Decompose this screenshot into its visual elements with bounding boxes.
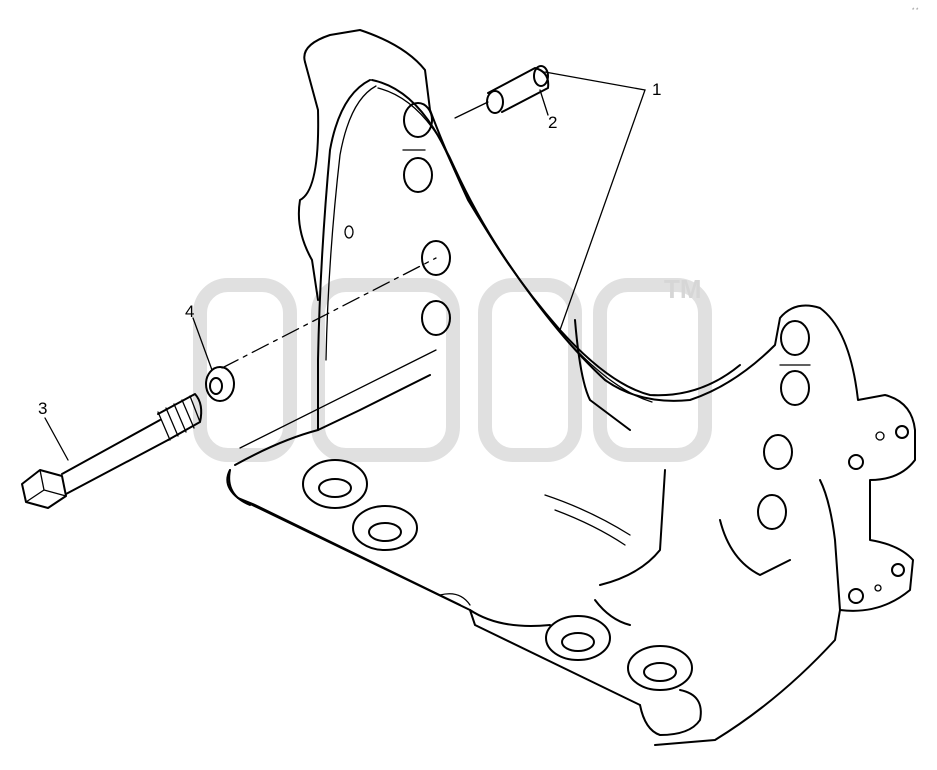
bolt-part [21, 393, 203, 509]
callout-2: 2 [548, 113, 557, 132]
watermark-logo: TM [193, 274, 712, 462]
trademark-label: TM [664, 274, 702, 304]
callout-3: 3 [38, 399, 47, 418]
bushing-part [454, 65, 550, 119]
bolt-thread [157, 395, 201, 441]
washer-part [205, 366, 235, 402]
base-edge-line [239, 349, 437, 449]
corner-mark: * * [912, 8, 919, 14]
bracket-casting [226, 29, 916, 746]
leader-lines [44, 71, 646, 461]
assembly-centerline [221, 257, 437, 369]
callout-4: 4 [185, 302, 194, 321]
callout-1: 1 [652, 80, 661, 99]
